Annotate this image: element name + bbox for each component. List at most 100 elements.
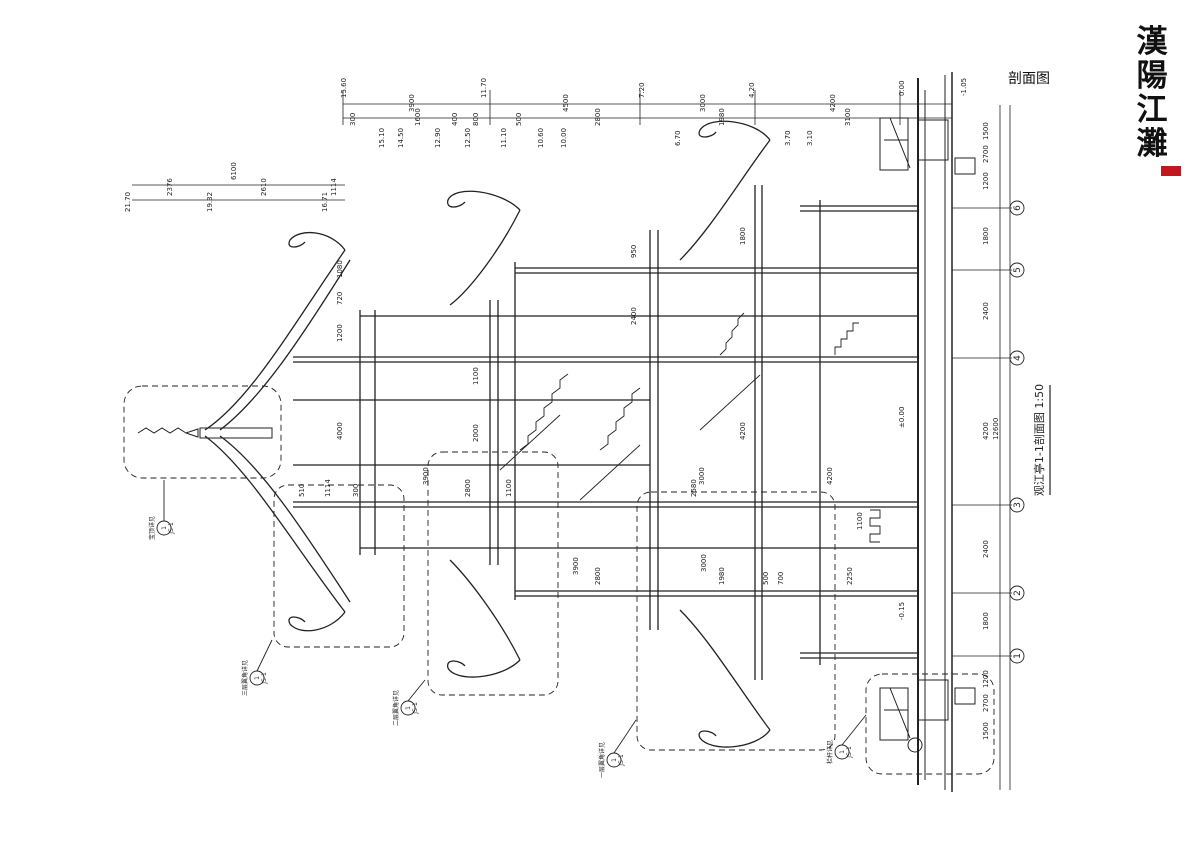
dim-label: 3000 <box>700 554 708 572</box>
dim-label: 4000 <box>336 422 344 440</box>
logo-seal <box>1161 166 1181 176</box>
axis-label: 4 <box>1013 355 1023 361</box>
dim-label: 3000 <box>699 94 707 112</box>
detail-ref-desc: 栏杆详见 <box>826 740 834 764</box>
dim-label: 1800 <box>739 227 747 245</box>
dim-label: 500 <box>515 113 523 126</box>
dim-label: 2700 <box>982 694 990 712</box>
dim-label: 1200 <box>982 670 990 688</box>
dim-label: 300 <box>349 113 357 126</box>
detail-ref-desc: 宝顶详见 <box>148 516 156 540</box>
dim-label: 1100 <box>472 367 480 385</box>
dim-label: 4200 <box>739 422 747 440</box>
elev-label: 10.60 <box>537 128 545 148</box>
elev-label: 11.70 <box>480 78 488 98</box>
logo-char: 江 <box>1136 92 1168 128</box>
axis-label: 6 <box>1013 205 1023 211</box>
stairs <box>499 312 881 543</box>
roof-tier-bottom <box>679 120 771 748</box>
elev-label: 3.70 <box>784 130 792 146</box>
detail-ref-sub: JS-1 <box>261 672 268 685</box>
elev-label: -0.15 <box>898 602 906 620</box>
dim-label: 3900 <box>422 467 430 485</box>
dim-label: 1980 <box>718 108 726 126</box>
dim-label: 400 <box>451 113 459 126</box>
dim-label: 2700 <box>982 145 990 163</box>
elev-label: 11.10 <box>500 128 508 148</box>
logo-char: 漢 <box>1136 24 1168 60</box>
dim-label: 1800 <box>982 612 990 630</box>
dim-label: 12600 <box>992 418 1000 440</box>
dim-label: 1500 <box>982 722 990 740</box>
dim-label: 1100 <box>856 512 864 530</box>
dim-label: 2800 <box>594 108 602 126</box>
detail-ref-num: 1 <box>839 750 846 754</box>
elev-label: 0.00 <box>898 80 906 96</box>
dim-label: 2610 <box>260 178 268 196</box>
axis-label: 5 <box>1013 267 1023 273</box>
dim-label: 1800 <box>982 227 990 245</box>
dim-label: 2250 <box>846 567 854 585</box>
detail-ref-desc: 三层翼角详见 <box>241 660 249 696</box>
dim-label: 1114 <box>330 178 338 196</box>
dim-label: 2400 <box>630 307 638 325</box>
dim-label: 4200 <box>982 422 990 440</box>
sheet-title: 剖面图 <box>1008 71 1050 87</box>
dimension-chain-right <box>952 105 1012 790</box>
dim-label: 2400 <box>982 302 990 320</box>
dim-label: 2000 <box>472 424 480 442</box>
detail-ref-desc: 二层翼角详见 <box>392 690 400 726</box>
dim-label: 2400 <box>982 540 990 558</box>
elev-label: ±0.00 <box>898 407 906 428</box>
railing-bottom <box>879 687 976 753</box>
floor-slabs <box>359 185 821 680</box>
dim-label: 510 <box>298 484 306 497</box>
dim-label: 800 <box>472 113 480 126</box>
elev-label: 4.20 <box>748 82 756 98</box>
elev-label: 12.50 <box>464 128 472 148</box>
dim-label: 300 <box>352 484 360 497</box>
dim-label: 2800 <box>594 567 602 585</box>
dim-label: 3000 <box>698 467 706 485</box>
dim-label: 1200 <box>336 324 344 342</box>
dim-label: 2800 <box>464 479 472 497</box>
elev-label: 21.70 <box>124 192 132 212</box>
detail-ref-desc: 一层翼角详见 <box>598 742 606 778</box>
elev-label: 3.10 <box>806 130 814 146</box>
elev-label: 10.00 <box>560 128 568 148</box>
elev-label: -1.05 <box>960 78 968 96</box>
railing-top <box>879 117 976 175</box>
dim-label: 3900 <box>572 557 580 575</box>
roof-tier-middle <box>447 190 521 678</box>
dim-label: 1500 <box>982 122 990 140</box>
dim-label: 950 <box>630 245 638 258</box>
dim-label: 1200 <box>982 172 990 190</box>
dim-label: 4200 <box>829 94 837 112</box>
detail-ref-sub: JS-1 <box>168 522 175 535</box>
axis-bubbles <box>1009 200 1025 664</box>
elev-label: 14.50 <box>397 128 405 148</box>
axis-label: 2 <box>1013 590 1023 596</box>
drawing-caption: 观江亭1-1剖面图 1:50 <box>1032 384 1046 496</box>
dim-label: 1114 <box>324 479 332 497</box>
dim-label: 720 <box>336 292 344 305</box>
detail-ref-num: 1 <box>161 526 168 530</box>
axis-label: 3 <box>1013 502 1023 508</box>
logo-char: 陽 <box>1136 58 1168 94</box>
elev-label: 7.20 <box>638 82 646 98</box>
dim-label: 1100 <box>505 479 513 497</box>
detail-ref-num: 1 <box>611 758 618 762</box>
logo-char: 灘 <box>1136 126 1168 162</box>
dim-label: 4200 <box>826 467 834 485</box>
dim-label: 1600 <box>414 108 422 126</box>
logo: 漢 陽 江 灘 <box>1086 18 1186 176</box>
detail-ref-sub: JS-1 <box>618 754 625 767</box>
detail-ref-num: 1 <box>405 706 412 710</box>
dimension-chain-top <box>132 90 952 201</box>
ground-line <box>917 72 953 792</box>
detail-ref-sub: JS-1 <box>846 746 853 759</box>
dim-label: 700 <box>777 572 785 585</box>
dim-label: 6100 <box>230 162 238 180</box>
elev-label: 6.70 <box>674 130 682 146</box>
